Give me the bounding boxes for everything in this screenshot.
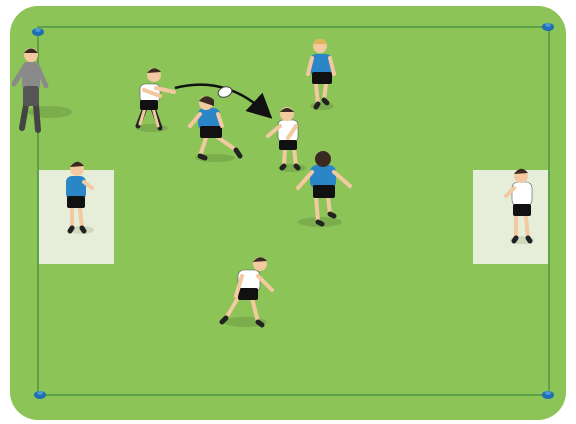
- end-zone-right: [473, 170, 549, 264]
- corner-cone-bottom-left: [34, 391, 46, 399]
- corner-cone-top-left: [32, 28, 44, 36]
- corner-cone-top-right: [542, 23, 554, 31]
- corner-cone-bottom-right: [542, 391, 554, 399]
